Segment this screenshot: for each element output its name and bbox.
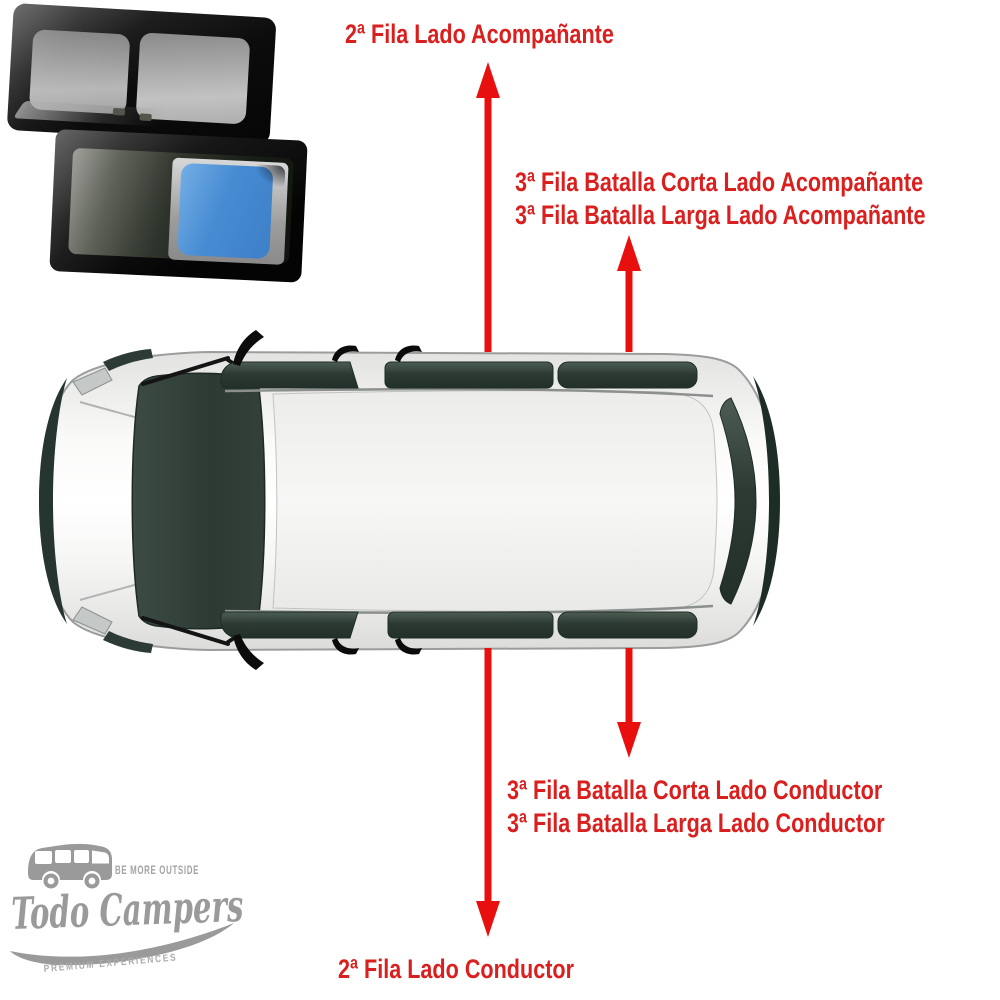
camper-van-icon [28, 843, 112, 889]
side-mirror-bottom [233, 634, 264, 670]
label-row3-short-passenger: 3ª Fila Batalla Corta Lado Acompañante [515, 167, 924, 197]
arrow-row2-passenger [475, 62, 501, 352]
front-door-window-bottom [220, 611, 359, 639]
brand-name: Todo Campers [11, 881, 245, 940]
label-row3-long-driver: 3ª Fila Batalla Larga Lado Conductor [507, 808, 885, 838]
tinted-glass [67, 148, 295, 264]
slogan-be-more-outside: BE MORE OUTSIDE [115, 863, 199, 877]
door-handle [332, 638, 359, 655]
van-top-view-illustration [38, 330, 780, 670]
todo-campers-logo: BE MORE OUTSIDE Todo Campers PREMIUM EXP… [10, 843, 245, 975]
window-latch [112, 107, 126, 116]
slider-frame [168, 157, 290, 265]
sliding-door-window-top [384, 361, 554, 389]
corner-trim-bottom [103, 631, 153, 653]
label-row3-passenger: 3ª Fila Batalla Corta Lado Acompañante 3… [515, 166, 926, 232]
glass-reflection [12, 100, 169, 126]
label-row3-long-passenger: 3ª Fila Batalla Larga Lado Acompañante [515, 200, 926, 230]
side-mirror-top [233, 330, 264, 366]
door-handle [395, 638, 422, 655]
window-pane-right [135, 31, 251, 125]
label-row3-short-driver: 3ª Fila Batalla Corta Lado Conductor [507, 775, 883, 805]
rear-quarter-window-top [557, 361, 698, 389]
sliding-door-window-bottom [387, 611, 554, 639]
label-row2-driver: 2ª Fila Lado Conductor [338, 954, 574, 984]
label-row2-passenger: 2ª Fila Lado Acompañante [345, 19, 614, 49]
arrow-head-icon [476, 901, 500, 937]
front-door-window-top [220, 361, 359, 389]
arrow-head-icon [617, 722, 641, 758]
door-handle [332, 345, 359, 362]
logo-swoosh [10, 923, 234, 966]
headlight-left-top [72, 367, 113, 396]
window-pane-left [28, 29, 131, 116]
sliding-window-photo [49, 129, 308, 283]
door-handle [395, 345, 422, 362]
arrow-row3-driver [616, 648, 642, 758]
arrow-row3-passenger [616, 235, 642, 352]
roof-gutter-top [224, 387, 714, 398]
double-fixed-window-photo [6, 3, 277, 145]
rear-window [719, 397, 757, 605]
corner-trim-top [103, 349, 153, 371]
roof [272, 390, 718, 612]
arrow-row2-driver [475, 648, 501, 937]
label-row3-driver: 3ª Fila Batalla Corta Lado Conductor 3ª … [507, 774, 885, 840]
headlight-left-bottom [72, 606, 113, 635]
rear-bumper [753, 376, 780, 626]
window-latch [138, 113, 152, 121]
front-bumper [39, 378, 67, 624]
windshield [131, 372, 266, 630]
slider-pane-highlight-blue [176, 162, 274, 260]
rear-quarter-window-bottom [557, 611, 698, 639]
